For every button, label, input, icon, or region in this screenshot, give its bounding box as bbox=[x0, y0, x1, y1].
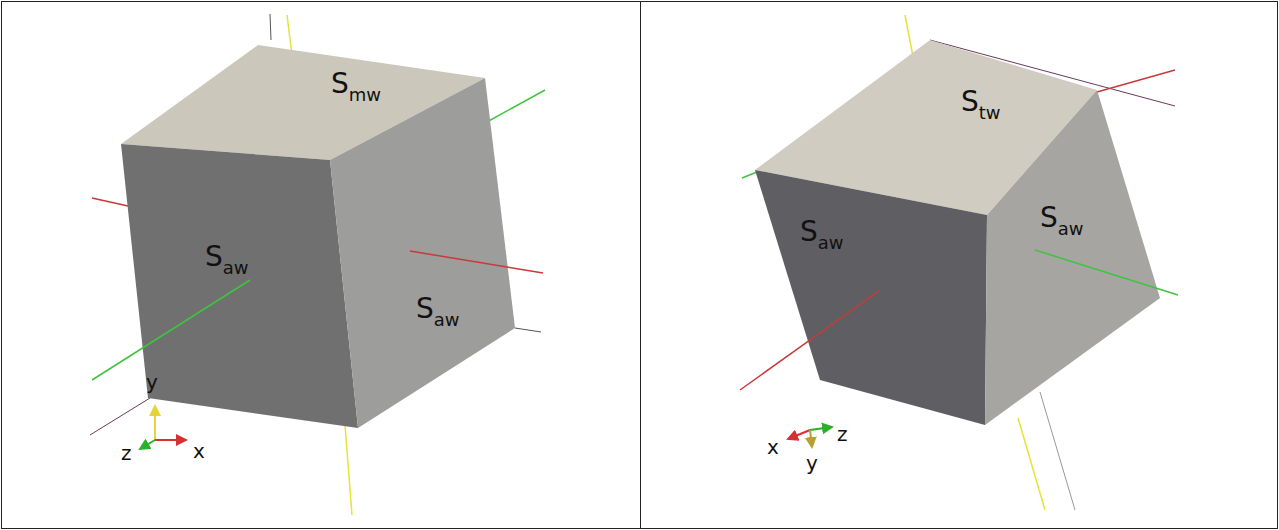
face-label: Saw bbox=[205, 243, 249, 271]
face-label: Saw bbox=[1040, 204, 1084, 232]
face-label: Stw bbox=[961, 88, 1001, 116]
axis-label: x bbox=[767, 437, 779, 457]
axis-lines-left bbox=[90, 14, 545, 515]
axis-label: z bbox=[837, 424, 848, 444]
axis-lines-left-front bbox=[92, 251, 543, 380]
face-label: Saw bbox=[416, 295, 460, 323]
axis-label: x bbox=[193, 441, 205, 461]
axis-lines-right-front bbox=[740, 250, 1178, 390]
axis-triad-right bbox=[788, 427, 832, 447]
axis-label: y bbox=[806, 453, 818, 473]
cube-left bbox=[121, 45, 515, 428]
axis-label: z bbox=[121, 443, 132, 463]
face-label: Saw bbox=[800, 218, 844, 246]
cube-right bbox=[755, 40, 1160, 425]
face-label: Smw bbox=[331, 70, 381, 98]
axis-lines-right bbox=[742, 15, 1175, 510]
axis-label: y bbox=[146, 372, 158, 392]
axis-triad-left bbox=[140, 406, 186, 449]
panel-divider bbox=[640, 2, 641, 529]
